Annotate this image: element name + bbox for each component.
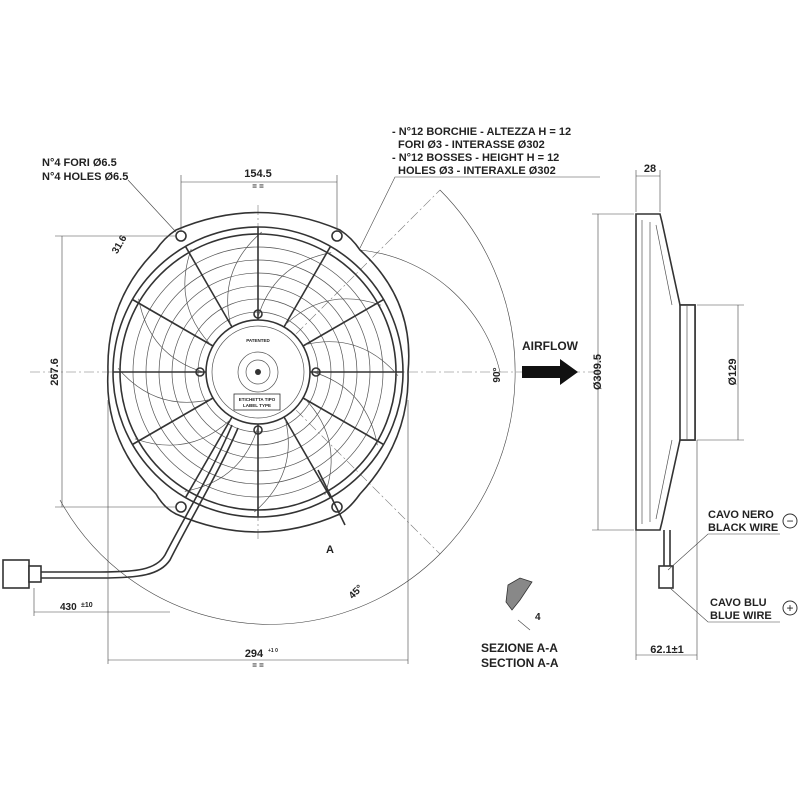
- dim-267-6: 267.6: [49, 358, 61, 386]
- fan-blade: [312, 371, 378, 446]
- dim-294: 294: [245, 648, 264, 660]
- plus-sign: +: [786, 601, 793, 615]
- minus-icon: [782, 513, 798, 529]
- fan-blade: [254, 419, 289, 513]
- connector-latch: [28, 565, 42, 583]
- holes-note-en: N°4 HOLES Ø6.5: [42, 171, 128, 183]
- dim-294-equal: = =: [252, 661, 264, 670]
- guard-spoke: [302, 397, 384, 446]
- fan-blade: [305, 341, 399, 376]
- airflow-label: AIRFLOW: [522, 339, 579, 353]
- motor-shaft: [255, 369, 261, 375]
- section-marker: A: [326, 544, 334, 556]
- blue-wire-en: BLUE WIRE: [710, 610, 772, 622]
- fan-blade: [184, 248, 211, 345]
- guard-spoke: [283, 246, 332, 328]
- arc-45: [59, 499, 441, 625]
- bosses-note-en-2: HOLES Ø3 - INTERAXLE Ø302: [398, 165, 556, 177]
- hub-screw-right: [311, 367, 321, 377]
- dim-294-tolerance: +1 0: [268, 648, 278, 654]
- guard-spoke: [283, 416, 332, 498]
- bosses-note-en-1: - N°12 BOSSES - HEIGHT H = 12: [392, 152, 559, 164]
- plus-icon: [782, 600, 798, 616]
- cable-edge: [40, 424, 233, 573]
- dim-154-5: 154.5: [244, 168, 272, 180]
- fan-blade: [184, 426, 259, 492]
- dim-430-tolerance: ±10: [81, 602, 93, 609]
- arc-90: [439, 189, 516, 555]
- mounting-hole-top-right: [331, 230, 343, 242]
- guard-spoke: [132, 397, 214, 446]
- section-cut-line: [317, 469, 346, 526]
- holes-leader: [127, 179, 177, 233]
- patented-mark: PATENTED: [246, 338, 270, 343]
- dim-129: Ø129: [727, 359, 739, 386]
- motor-hub-inner: [211, 325, 305, 419]
- guard-spoke: [184, 416, 233, 498]
- guard-spoke: [302, 298, 384, 347]
- label-type-en: LABEL TYPE: [243, 403, 271, 408]
- dim-45-deg: 45°: [347, 583, 365, 601]
- hub-screw-top: [253, 309, 263, 319]
- fan-blade: [285, 298, 382, 325]
- dim-28: 28: [644, 163, 656, 175]
- hub-screw-left: [195, 367, 205, 377]
- arc-90-b: [359, 249, 501, 373]
- fan-blade: [117, 368, 211, 403]
- holes-note-it: N°4 FORI Ø6.5: [42, 157, 117, 169]
- fan-front-view: PATENTED ETICHETTA TIPO LABEL TYPE: [2, 211, 410, 589]
- section-title-it: SEZIONE A-A: [481, 641, 558, 655]
- bosses-note-it-2: FORI Ø3 - INTERASSE Ø302: [398, 139, 545, 151]
- black-wire-leader: [667, 533, 780, 571]
- dim-430: 430: [60, 602, 77, 613]
- section-title-en: SECTION A-A: [481, 656, 559, 670]
- label-type-box: [233, 393, 281, 411]
- dim-equal-marker: = =: [252, 182, 264, 191]
- guard-spoke: [184, 246, 233, 328]
- dim-line-4: [517, 619, 531, 631]
- mounting-hole-bottom-left: [175, 501, 187, 513]
- motor-cap-inner: [245, 359, 271, 385]
- section-a-a-detail: 4: [505, 577, 541, 631]
- fan-blade: [134, 419, 231, 446]
- mounting-hole-top-left: [175, 230, 187, 242]
- bosses-note-it-1: - N°12 BORCHIE - ALTEZZA H = 12: [392, 126, 571, 138]
- dim-62-1: 62.1±1: [650, 644, 684, 656]
- side-connector: [658, 565, 674, 589]
- bosses-leader: [359, 176, 600, 249]
- airflow-arrow-icon: [522, 359, 578, 385]
- dim-90-deg: 90°: [492, 367, 503, 382]
- fan-blades: [113, 227, 403, 517]
- label-type-it: ETICHETTA TIPO: [239, 397, 276, 402]
- motor-cap: [237, 351, 279, 393]
- dim-4: 4: [535, 612, 541, 623]
- dim-31-6: 31.6: [110, 233, 129, 256]
- guard-spoke: [132, 298, 214, 347]
- blue-wire-it: CAVO BLU: [710, 597, 767, 609]
- cable: [40, 427, 239, 579]
- fan-blade: [257, 252, 332, 318]
- fan-blade: [227, 231, 262, 325]
- minus-sign: −: [786, 514, 793, 528]
- connector: [2, 559, 30, 589]
- fan-side-view: [635, 213, 696, 589]
- black-wire-it: CAVO NERO: [708, 509, 774, 521]
- black-wire-en: BLACK WIRE: [708, 522, 778, 534]
- fan-blade: [138, 298, 204, 373]
- mounting-hole-bottom-right: [331, 501, 343, 513]
- hub-screw-bottom: [253, 425, 263, 435]
- dim-309-5: Ø309.5: [592, 354, 604, 390]
- blue-wire-leader: [669, 587, 780, 623]
- fan-blade: [305, 399, 332, 496]
